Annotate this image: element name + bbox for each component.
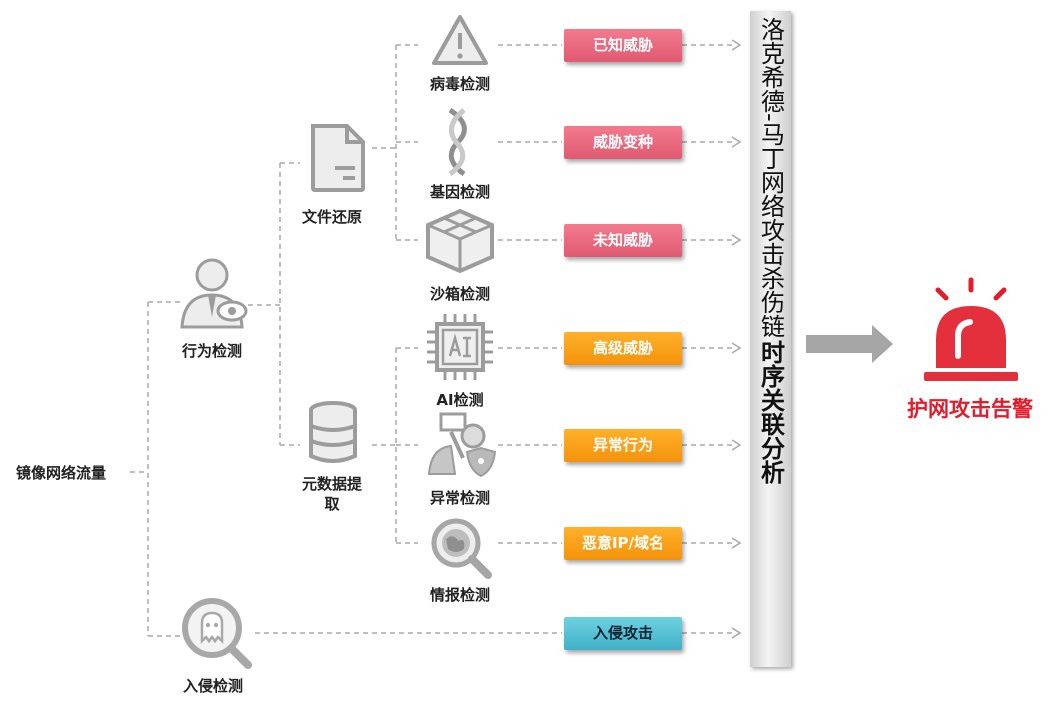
tag-threat-variant: 威胁变种 bbox=[564, 126, 682, 159]
user-shield-icon bbox=[427, 412, 497, 478]
gene-detection-label: 基因检测 bbox=[429, 183, 491, 201]
kill-chain-title: 洛克希德-马丁网络攻击杀伤链 bbox=[756, 17, 785, 338]
ai-chip-icon bbox=[427, 314, 493, 380]
intrusion-detection-label: 入侵检测 bbox=[182, 677, 244, 695]
sandbox-cube-icon bbox=[426, 208, 494, 274]
tag-abnormal-behavior: 异常行为 bbox=[564, 429, 682, 462]
anomaly-detection-label: 异常检测 bbox=[429, 489, 491, 507]
tag-advanced-threat: 高级威胁 bbox=[564, 332, 682, 365]
kill-chain-bar: 洛克希德-马丁网络攻击杀伤链 时序关联分析 bbox=[750, 11, 791, 667]
tag-intrusion-attack: 入侵攻击 bbox=[564, 617, 682, 650]
sandbox-detection-label: 沙箱检测 bbox=[429, 285, 491, 303]
dna-icon bbox=[448, 108, 467, 176]
document-icon bbox=[311, 124, 365, 192]
intel-detection-label: 情报检测 bbox=[429, 586, 491, 604]
ai-detection-label: AI检测 bbox=[436, 391, 484, 409]
tag-known-threat: 已知威胁 bbox=[564, 29, 682, 62]
alarm-label: 护网攻击告警 bbox=[907, 397, 1033, 421]
database-icon bbox=[309, 401, 357, 463]
user-eye-icon bbox=[180, 258, 248, 329]
warning-icon bbox=[432, 15, 488, 65]
alarm-siren-icon bbox=[924, 277, 1018, 381]
tag-unknown-threat: 未知威胁 bbox=[564, 224, 682, 257]
source-mirror-traffic: 镜像网络流量 bbox=[16, 464, 107, 482]
tag-malicious-ip-domain: 恶意IP/域名 bbox=[564, 527, 682, 560]
virus-detection-label: 病毒检测 bbox=[429, 75, 491, 93]
ghost-search-icon bbox=[182, 598, 252, 669]
file-restore-label: 文件还原 bbox=[301, 208, 363, 226]
globe-search-icon bbox=[431, 518, 492, 579]
metadata-extraction-label: 元数据提 取 bbox=[301, 475, 363, 513]
behavior-detection-label: 行为检测 bbox=[181, 342, 243, 360]
temporal-correlation-analysis: 时序关联分析 bbox=[756, 339, 785, 484]
